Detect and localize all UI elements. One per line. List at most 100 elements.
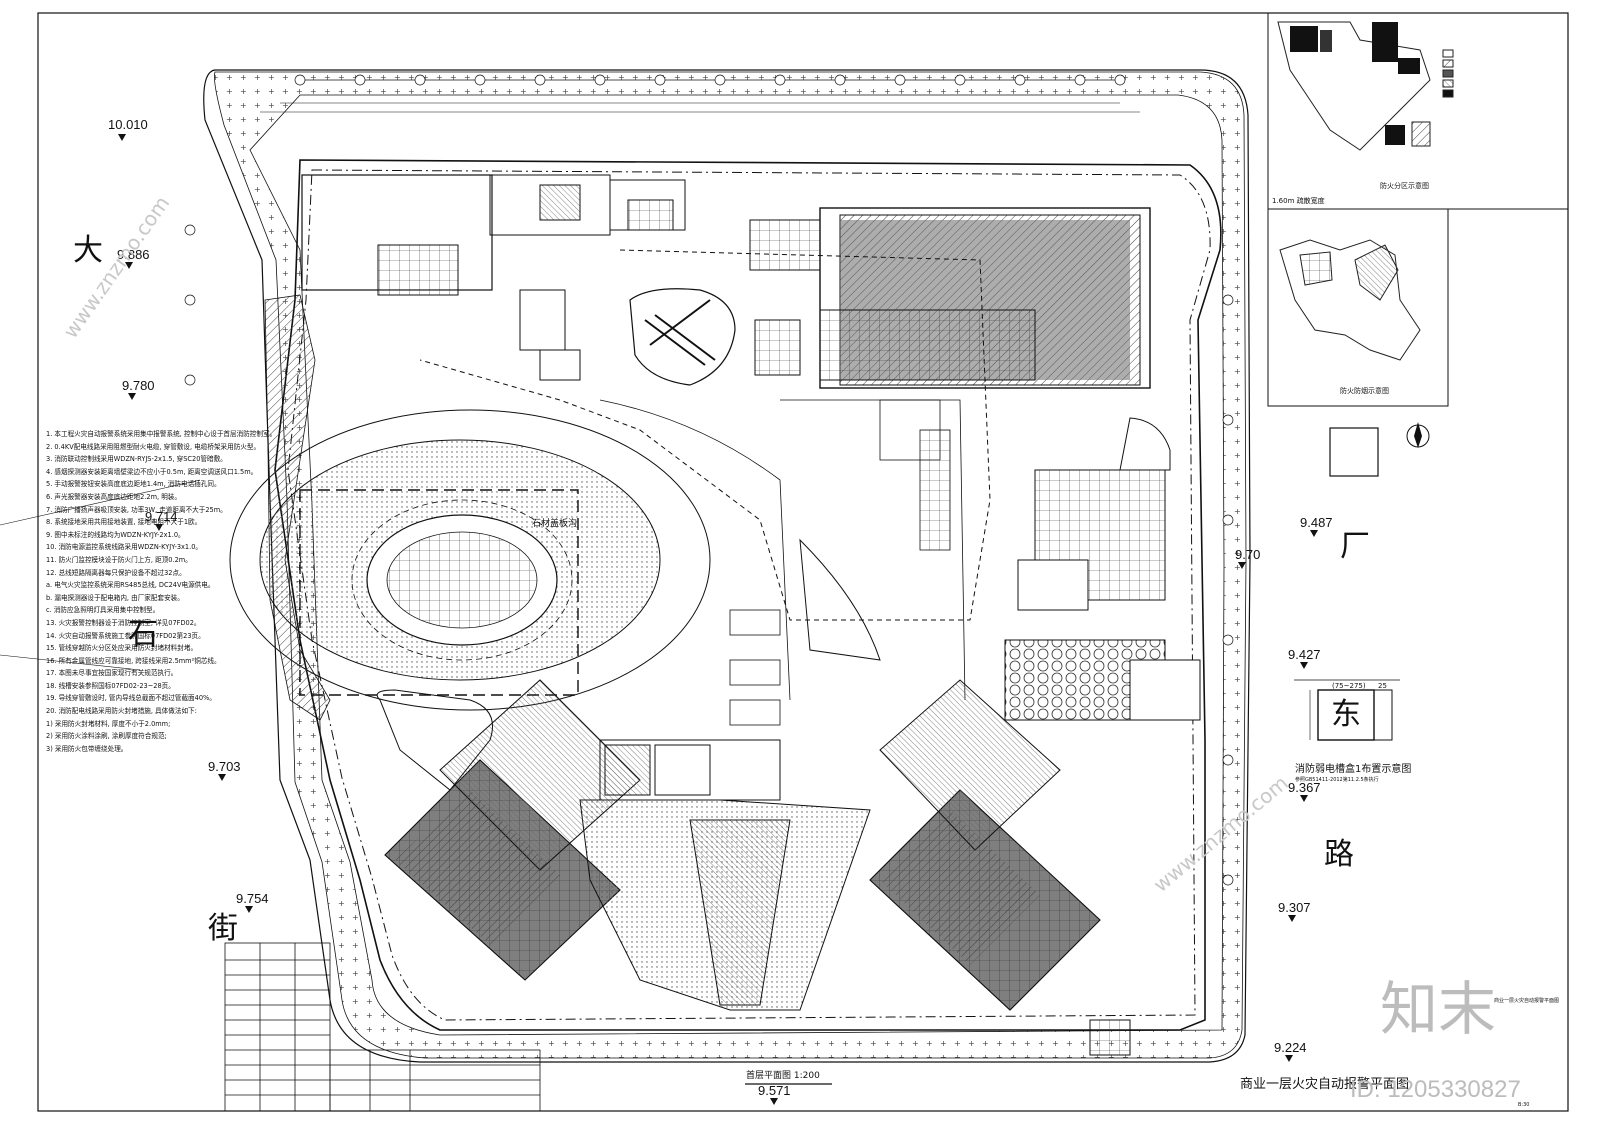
title-block (224, 942, 541, 1112)
building-outline-dash (287, 169, 1211, 1021)
se-rotated-building (869, 679, 1101, 1011)
note-line: 7. 消防广播扬声器吸顶安装, 功率3W, 走道距离不大于25m。 (46, 505, 227, 514)
column-grid-right (1222, 294, 1234, 886)
road-label-west-3: 街 (208, 911, 238, 946)
elevation-label: 9.487 (1300, 515, 1333, 530)
note-line: 12. 总线短路隔离器每只保护设备不超过32点。 (46, 568, 186, 577)
ne-stair (749, 219, 821, 271)
nw-equip-2 (539, 349, 581, 381)
drawing-title-scale: 1:200 (793, 1071, 820, 1081)
top-dimensions (260, 102, 1140, 113)
detail-dim: (75~275) (1332, 682, 1366, 690)
note-line: 18. 线槽安装参照国标07FD02-23~28页。 (46, 681, 175, 690)
legend-top-note: 1.60m 疏散宽度 (1272, 197, 1325, 205)
column-grid-left (184, 224, 196, 386)
note-line: 10. 消防电源监控系统线路采用WDZN-KYJY-3x1.0。 (46, 543, 202, 552)
note-line: 2) 采用防火涂料涂刷, 涂刷厚度符合规范; (46, 732, 167, 741)
note-line: c. 消防应急照明灯具采用集中控制型。 (46, 606, 160, 615)
road-label-east-1: 厂 (1340, 529, 1370, 564)
footer-title: 商业一层火灾自动报警平面图 (1240, 1077, 1410, 1092)
watermark-brand: 知末 (1380, 975, 1497, 1043)
south-wedge-center (689, 819, 791, 1006)
east-junction-box (1329, 427, 1379, 477)
detail-note: 参照GB51411-2012第11.2.5条执行 (1295, 777, 1379, 783)
building-outline (274, 159, 1222, 1031)
elevation-label: 9.70 (1235, 547, 1261, 562)
legend-panel-mid (1267, 208, 1449, 407)
design-notes: 1. 本工程火灾自动报警系统采用集中报警系统, 控制中心设于首层消防控制室。 2… (46, 428, 286, 755)
elevation-markers (118, 134, 1318, 1105)
note-line: 16. 所有金属管线应可靠接地, 跨接线采用2.5mm²铜芯线。 (46, 656, 221, 665)
detail-title: 消防弱电槽盒1布置示意图 (1295, 764, 1412, 775)
road-label-east-2: 东 (1331, 697, 1361, 732)
ne-anchor-lower (819, 309, 1036, 381)
note-line: 2. 0.4KV配电线路采用阻燃型耐火电缆, 穿管敷设, 电缆桥架采用防火型。 (46, 442, 261, 451)
ground-label: 石材盖板沟 (532, 519, 578, 529)
escalator-atrium (629, 288, 736, 386)
footer-small-title: 商业一层火灾自动报警平面图 (1494, 998, 1560, 1004)
south-shop-2 (654, 744, 711, 796)
nw-rooms-2 (627, 199, 674, 231)
elevation-label: 9.224 (1274, 1040, 1307, 1055)
north-arrow-icon (1406, 422, 1430, 448)
west-hatched-garden (264, 294, 331, 721)
elevation-label: 9.780 (122, 378, 155, 393)
note-line: 11. 防火门监控模块设于防火门上方, 距顶0.2m。 (46, 555, 192, 564)
east-ramp (1017, 559, 1089, 611)
plaza-dashed-boundary (299, 489, 579, 696)
note-line: 4. 感烟探测器安装距离墙壁梁边不应小于0.5m, 距离空调送风口1.5m。 (46, 467, 258, 476)
fire-dashed-route (419, 249, 991, 621)
elevation-label: 9.703 (208, 759, 241, 774)
note-line: 3. 消防联动控制线采用WDZN-RYJS-2x1.5, 穿SC20管暗敷。 (46, 455, 227, 464)
nw-core (377, 244, 459, 296)
detail-box (1294, 679, 1400, 741)
nw-equip-1 (519, 289, 566, 351)
road-label-east-3: 路 (1324, 837, 1354, 872)
notes-box (1089, 1019, 1131, 1056)
drawing-title: 首层平面图 1:200 (746, 1072, 820, 1081)
elevation-label: 9.714 (145, 509, 178, 524)
watermark-id: ID: 1205330827 (1350, 1076, 1521, 1103)
south-shops (599, 739, 781, 801)
elevation-label: 9.886 (117, 247, 150, 262)
nw-stair (539, 184, 581, 221)
east-room (1129, 659, 1201, 721)
scale-note: B:30 (1518, 1102, 1530, 1108)
note-line: 20. 消防配电线路采用防火封堵措施, 具体做法如下: (46, 707, 197, 716)
note-line: 19. 导线穿管敷设时, 管内导线总截面不超过管截面40%。 (46, 694, 216, 703)
note-line: 3) 采用防火包带缠绕处理。 (46, 744, 128, 753)
concourse (599, 399, 966, 726)
note-line: 1. 本工程火灾自动报警系统采用集中报警系统, 控制中心设于首层消防控制室。 (46, 430, 277, 438)
leader-lines (0, 479, 201, 671)
road-label-west-2: 石 (128, 617, 158, 652)
road-label-west-1: 大 (73, 233, 103, 268)
planting-band (214, 71, 1247, 1059)
sheet-border (37, 12, 1569, 1112)
elevation-label: 10.010 (108, 117, 148, 132)
legend-mini-plan-mid (1279, 239, 1421, 361)
legend-top-caption: 防火分区示意图 (1380, 182, 1429, 190)
drawing-title-text: 首层平面图 (746, 1071, 792, 1081)
east-curve (1119, 417, 1171, 471)
site-boundary (203, 69, 1251, 1063)
elevation-label: 9.427 (1288, 647, 1321, 662)
escalator (644, 299, 716, 366)
note-line: b. 漏电探测器设于配电箱内, 由厂家配套安装。 (46, 593, 184, 602)
west-lower-curve (376, 689, 493, 791)
detail-dim-2: 25 (1378, 682, 1387, 690)
ne-lift (754, 319, 801, 376)
elevation-label: 9.367 (1288, 780, 1321, 795)
column-grid-top (294, 74, 1126, 86)
oval-plaza (229, 409, 711, 711)
elevation-label: 9.754 (236, 891, 269, 906)
note-line: 9. 图中未标注的线路均为WDZN-KYJY-2x1.0。 (46, 530, 185, 539)
south-shop-1 (604, 744, 651, 796)
note-line: 14. 火灾自动报警系统施工参照国标07FD02第23页。 (46, 631, 205, 640)
note-line: 17. 本图未尽事宜按国家现行有关规范执行。 (46, 669, 178, 678)
elevation-label: 9.307 (1278, 900, 1311, 915)
note-line: 1) 采用防火封堵材料, 厚度不小于2.0mm; (46, 719, 171, 728)
note-line: 6. 声光报警器安装高度底边距地2.2m, 明装。 (46, 492, 181, 501)
legend-mid-caption: 防火防烟示意图 (1340, 387, 1389, 395)
legend-mini-plan-top (1277, 21, 1454, 151)
